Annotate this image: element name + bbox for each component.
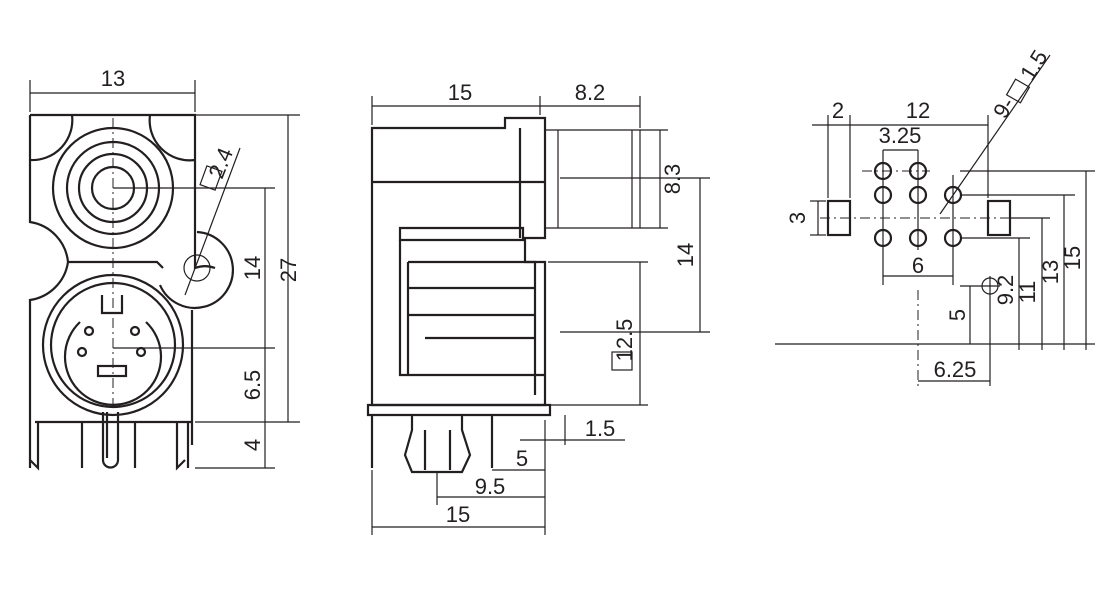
dim-row-spacing: 6 [912,253,924,278]
side-body-outline [370,116,547,407]
dim-jack-center: 14 [673,243,698,267]
dim-body-depth: 15 [448,80,472,105]
dim-jack-length: 8.2 [575,80,606,105]
dim-lower-offset: 6.5 [240,370,265,401]
dim-pin-offset: 1.5 [585,416,616,441]
dim-pad-height: 3 [785,212,810,224]
dim-height: 27 [276,258,301,282]
dim-pitch: 3.25 [879,123,922,148]
din-outer-ring [41,273,185,417]
dim-jack-height: 8.3 [660,164,685,195]
dim-y-5: 5 [945,309,970,321]
dim-y-9-2: 9.2 [993,275,1018,306]
dim-width: 13 [101,66,125,91]
dim-center-spacing: 14 [240,256,265,280]
dim-datum-x: 6.25 [934,357,977,382]
mount-hole [183,254,211,282]
dim-pad-width: 2 [832,98,844,123]
dim-pin-5: 5 [516,446,528,471]
dim-pad-span: 12 [906,98,930,123]
side-view: 15 8.2 8.3 14 12.5 1.5 5 9.5 15 [366,80,710,535]
dim-overall-15: 15 [446,502,470,527]
dim-y-15: 15 [1060,246,1085,270]
dim-y-13: 13 [1038,260,1063,284]
front-view: 13 27 14 6.5 4 2.4 [28,66,301,471]
din-key [96,364,128,378]
dim-y-11: 11 [1015,281,1040,304]
dim-hole-size: 2.4 [203,144,238,182]
dim-pin-9-5: 9.5 [475,474,506,499]
hole-size: 1.5 [1015,45,1052,84]
dim-din-height: 12.5 [612,319,637,362]
dim-pin-length: 4 [240,439,265,451]
pcb-footprint: 2 12 3.25 9- 1.5 3 6 6.25 5 9.2 11 13 15 [775,45,1095,390]
hole-count: 9- [988,93,1020,123]
